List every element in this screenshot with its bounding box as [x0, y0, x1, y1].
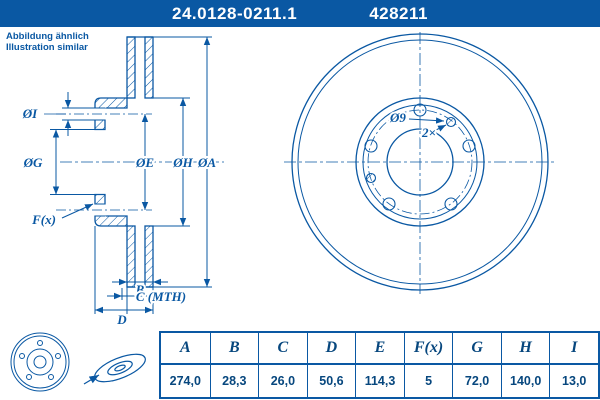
table-header-cell: F(x) [403, 333, 453, 365]
label-dia-9: Ø9 [389, 110, 406, 125]
table-header-cell: B [209, 333, 259, 365]
label-d: D [116, 312, 127, 327]
table-header-cell: G [452, 333, 501, 365]
label-f-x: F(x) [31, 212, 56, 227]
table-value-cell: 28,3 [209, 365, 259, 397]
table-value-cell: 140,0 [500, 365, 550, 397]
label-b: B [135, 282, 145, 297]
label-dia-E: ØE [135, 155, 154, 170]
table-header-cell: A [161, 333, 210, 365]
reference-number: 428211 [369, 3, 428, 23]
label-two-x: 2× [421, 125, 436, 140]
table-header-cell: E [355, 333, 404, 365]
section-dimensions [44, 36, 212, 314]
brake-disc-front-icon [10, 332, 70, 392]
label-dia-I: ØI [22, 106, 38, 121]
locating-hole [365, 172, 377, 184]
direction-arrow-icon [83, 374, 100, 385]
table-header-cell: D [306, 333, 356, 365]
label-dia-G: ØG [23, 155, 43, 170]
table-value-cell: 5 [403, 365, 453, 397]
table-value-cell: 72,0 [452, 365, 501, 397]
table-header-cell: H [500, 333, 550, 365]
dimension-table: A B C D E F(x) G H I 274,0 28,3 26,0 50,… [159, 331, 600, 399]
note-line-de: Abbildung ähnlich [6, 31, 89, 42]
table-value-cell: 114,3 [355, 365, 404, 397]
brake-disc-tilted-icon [83, 353, 146, 385]
table-header-cell: I [549, 333, 598, 365]
label-c-mth: C (MTH) [136, 289, 186, 304]
illustration-note: Abbildung ähnlich Illustration similar [6, 31, 89, 54]
note-line-en: Illustration similar [6, 42, 88, 54]
table-header-cell: C [258, 333, 307, 365]
part-number: 24.0128-0211.1 [172, 3, 298, 23]
locating-hole [445, 116, 457, 128]
dimension-labels: ØI ØG ØE ØH ØA F(x) B C (MTH) D Ø9 2× [20, 104, 438, 329]
section-view [56, 36, 224, 288]
table-value-cell: 274,0 [169, 374, 201, 388]
table-value-cell: 13,0 [549, 365, 598, 397]
technical-drawing: ØI ØG ØE ØH ØA F(x) B C (MTH) D Ø9 2× [10, 32, 556, 392]
table-value-cell: 50,6 [306, 365, 356, 397]
label-dia-H: ØH [172, 155, 193, 170]
title-bar: 24.0128-0211.1 428211 [0, 0, 600, 27]
table-value-cell: 26,0 [258, 365, 307, 397]
label-dia-A: ØA [197, 155, 216, 170]
front-view [284, 32, 556, 294]
